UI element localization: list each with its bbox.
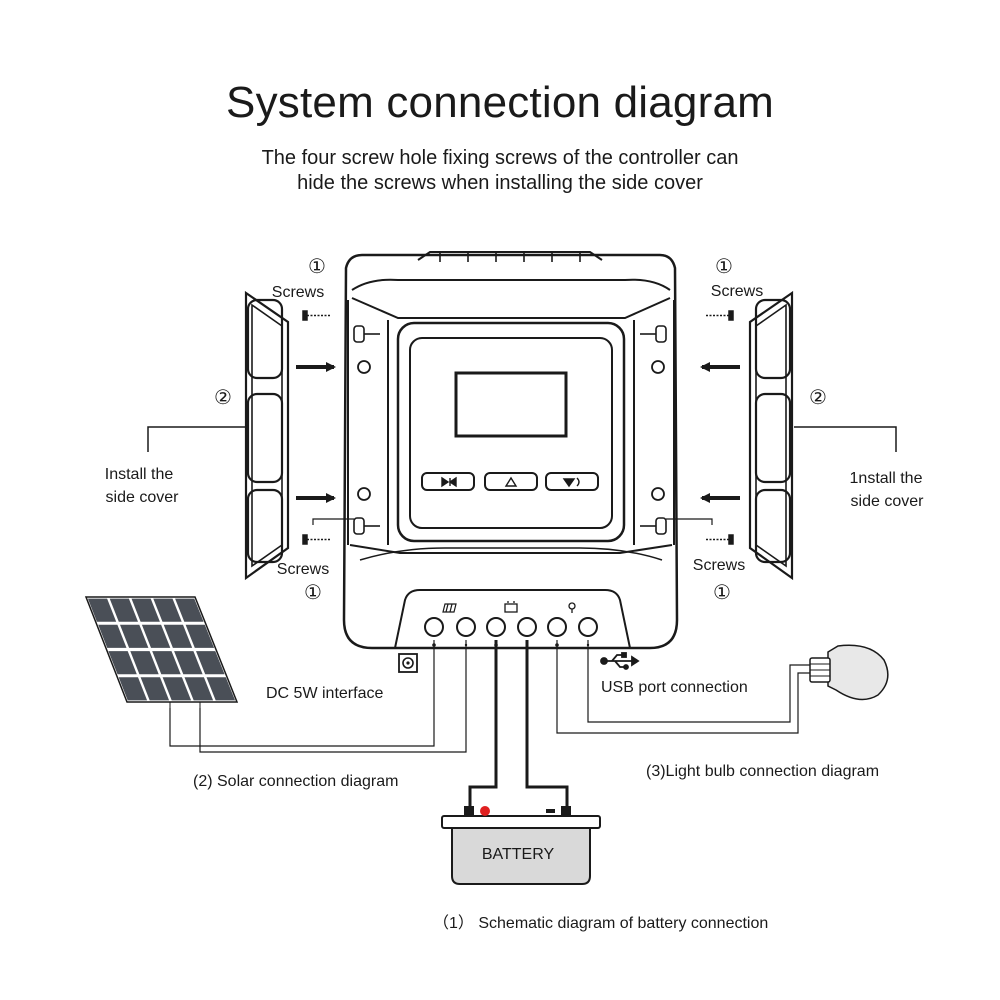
- screw-slots: [353, 325, 667, 535]
- controller-buttons: [441, 476, 580, 488]
- solar-cell: [174, 651, 203, 675]
- screw-leaders: [312, 518, 713, 525]
- label-battery-diagram: （1） Schematic diagram of battery connect…: [433, 914, 768, 932]
- label-screws-top-right: Screws: [711, 283, 763, 300]
- solar-cells: [87, 598, 236, 701]
- label-bulb-diagram: (3)Light bulb connection diagram: [646, 763, 879, 780]
- marker-cover-left: ②: [214, 387, 232, 409]
- insert-arrows: [296, 362, 740, 503]
- bulb-wiring: [556, 640, 810, 734]
- solar-cell: [87, 598, 117, 622]
- battery-terminal-icon: [504, 601, 518, 613]
- marker-screws-bottom-left: ①: [304, 582, 322, 604]
- label-solar-diagram: (2) Solar connection diagram: [193, 773, 398, 790]
- right-cover-leader: [794, 426, 897, 452]
- solar-cell: [175, 598, 204, 622]
- battery-negative-post: [561, 806, 571, 816]
- marker-screws-bottom-right: ①: [713, 582, 731, 604]
- solar-cell: [153, 598, 182, 622]
- up-button-icon: [504, 476, 518, 487]
- solar-cell: [108, 651, 137, 675]
- terminal-solar-positive: [424, 617, 444, 637]
- right-side-cover: [748, 290, 794, 581]
- label-screws-bottom-right: Screws: [693, 557, 745, 574]
- load-terminal-icon: [568, 602, 576, 613]
- solar-terminal-icon: [442, 603, 457, 613]
- terminal-battery-negative: [517, 617, 537, 637]
- subtitle-line-2: hide the screws when installing the side…: [297, 172, 703, 194]
- diagram-title: System connection diagram: [226, 78, 774, 127]
- label-battery: BATTERY: [482, 846, 555, 863]
- battery-icon: [441, 806, 601, 885]
- dc-5w-socket: [398, 653, 418, 673]
- screw-icons: [302, 310, 734, 545]
- down-button-icon: [562, 477, 580, 488]
- solar-cell: [140, 677, 170, 701]
- label-install-left-1: Install the: [105, 466, 174, 483]
- terminal-pins: [432, 643, 590, 647]
- terminal-load-positive: [547, 617, 567, 637]
- solar-cell: [130, 651, 159, 675]
- terminal-battery-positive: [486, 617, 506, 637]
- subtitle-line-1: The four screw hole fixing screws of the…: [261, 147, 739, 169]
- screw-icon: [302, 310, 330, 321]
- label-screws-top-left: Screws: [272, 284, 324, 301]
- light-bulb-icon: [809, 644, 889, 701]
- screw-icon: [302, 534, 330, 545]
- battery-negative-mark: [546, 809, 555, 813]
- terminal-load-negative: [578, 617, 598, 637]
- battery-positive-post: [464, 806, 474, 816]
- solar-cell: [118, 677, 148, 701]
- solar-cell: [196, 651, 225, 675]
- label-usb-connection: USB port connection: [601, 679, 748, 696]
- solar-cell: [163, 624, 193, 648]
- solar-cell: [109, 598, 138, 622]
- usb-icon: [600, 652, 640, 670]
- left-cover-leader: [147, 426, 248, 452]
- screw-icon: [706, 310, 734, 321]
- label-screws-bottom-left: Screws: [277, 561, 329, 578]
- mounting-holes: [357, 360, 665, 501]
- label-install-right-1: 1nstall the: [850, 470, 923, 487]
- charge-controller: [342, 251, 679, 650]
- terminal-sockets: [424, 617, 598, 637]
- solar-cell: [120, 624, 149, 648]
- label-install-right-2: side cover: [851, 493, 925, 510]
- left-side-cover: [244, 290, 290, 581]
- label-install-left-2: side cover: [106, 489, 180, 506]
- screw-icon: [706, 534, 734, 545]
- marker-cover-right: ②: [809, 387, 827, 409]
- terminal-solar-negative: [456, 617, 476, 637]
- solar-cell: [185, 624, 215, 648]
- solar-cell: [141, 624, 171, 648]
- solar-cell: [152, 651, 181, 675]
- battery-positive-mark: [480, 806, 490, 816]
- diagram-subtitle: The four screw hole fixing screws of the…: [200, 146, 800, 196]
- solar-cell: [162, 677, 192, 701]
- battery-wiring: [468, 640, 569, 808]
- solar-cell: [184, 677, 214, 701]
- label-dc-interface: DC 5W interface: [266, 685, 383, 702]
- solar-cell: [131, 598, 160, 622]
- solar-wiring: [169, 640, 467, 753]
- set-button-icon: [441, 476, 457, 488]
- solar-panel-icon: [84, 596, 239, 710]
- marker-screws-top-left: ①: [308, 256, 326, 278]
- solar-cell: [206, 677, 236, 701]
- marker-screws-top-right: ①: [715, 256, 733, 278]
- solar-cell: [98, 624, 127, 648]
